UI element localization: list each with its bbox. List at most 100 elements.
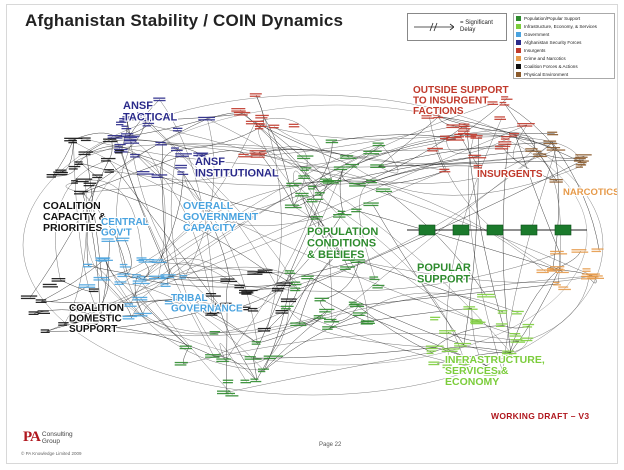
cluster-label-ansf-tactical: ANSF xyxy=(123,100,153,112)
variable-node xyxy=(263,355,283,357)
variable-node xyxy=(220,302,232,304)
variable-node xyxy=(116,121,127,123)
variable-node xyxy=(153,97,166,99)
causal-link xyxy=(254,168,344,311)
variable-node xyxy=(83,182,96,184)
variable-node xyxy=(290,289,301,292)
support-stock-box xyxy=(486,224,504,236)
variable-node xyxy=(83,263,93,265)
variable-node xyxy=(249,95,261,97)
causal-link xyxy=(254,122,527,140)
causal-link xyxy=(183,332,519,365)
variable-node xyxy=(446,124,460,126)
variable-node xyxy=(198,119,215,121)
variable-node xyxy=(577,161,587,164)
variable-node xyxy=(220,280,238,283)
variable-node xyxy=(571,251,589,253)
variable-node xyxy=(222,379,234,381)
variable-node xyxy=(421,115,432,117)
variable-node xyxy=(68,165,81,168)
causal-link xyxy=(86,176,100,266)
variable-node xyxy=(313,317,326,319)
cluster-label-infrastructure: SERVICES & xyxy=(445,365,509,377)
variable-node xyxy=(310,216,323,218)
legend-swatch xyxy=(516,72,521,77)
causal-link xyxy=(288,307,436,348)
variable-node xyxy=(251,343,261,345)
causal-link xyxy=(259,149,350,158)
variable-node xyxy=(494,116,505,118)
causal-link xyxy=(293,170,316,201)
variable-node xyxy=(101,160,111,162)
variable-node xyxy=(251,341,261,343)
variable-node xyxy=(300,167,312,169)
variable-node xyxy=(441,348,460,350)
variable-node xyxy=(245,120,264,122)
variable-node xyxy=(477,293,495,296)
causal-link xyxy=(468,135,504,373)
causal-link xyxy=(213,355,257,381)
logo-text-2: Group xyxy=(41,438,60,445)
variable-node xyxy=(525,148,538,150)
causal-link xyxy=(81,163,112,172)
variable-node xyxy=(132,280,147,282)
variable-node xyxy=(555,271,569,274)
variable-node xyxy=(546,147,561,149)
variable-node xyxy=(37,310,49,312)
variable-node xyxy=(430,319,439,321)
legend-item: Infrastructure, Economy, & Services xyxy=(516,23,612,30)
variable-node xyxy=(510,341,526,343)
causal-link xyxy=(148,260,376,279)
variable-node xyxy=(427,150,438,152)
variable-node xyxy=(522,326,533,328)
variable-node xyxy=(217,390,231,392)
variable-node xyxy=(239,309,249,311)
causal-link xyxy=(263,314,362,371)
variable-node xyxy=(93,279,111,281)
causal-link xyxy=(160,176,318,219)
variable-node xyxy=(136,259,144,261)
variable-node xyxy=(352,312,367,314)
variable-node xyxy=(234,284,245,286)
variable-node xyxy=(501,96,509,98)
variable-node xyxy=(298,177,310,179)
variable-node xyxy=(176,296,187,298)
variable-node xyxy=(42,286,58,288)
variable-node xyxy=(247,271,265,273)
causal-link xyxy=(502,143,511,353)
causal-link xyxy=(254,122,353,167)
variable-node xyxy=(284,270,295,272)
variable-node xyxy=(234,287,245,289)
variable-node xyxy=(101,157,116,160)
variable-node xyxy=(172,127,183,129)
variable-node xyxy=(263,357,276,360)
variable-node xyxy=(348,304,360,306)
variable-node xyxy=(366,182,377,184)
variable-node xyxy=(20,295,38,297)
causal-link xyxy=(177,149,298,290)
variable-node xyxy=(123,140,137,142)
variable-node xyxy=(231,110,246,112)
variable-node xyxy=(114,148,128,151)
variable-node xyxy=(132,276,140,278)
causal-link xyxy=(184,118,215,278)
variable-node xyxy=(333,214,352,216)
causal-link xyxy=(263,116,295,207)
causal-link xyxy=(478,136,582,167)
variable-node xyxy=(207,310,217,312)
variable-node xyxy=(497,312,507,314)
causal-link xyxy=(331,305,359,322)
variable-node xyxy=(174,364,187,366)
variable-node xyxy=(363,153,380,155)
legend-label: Coalition Forces & Actions xyxy=(524,64,578,69)
variable-node xyxy=(132,299,148,301)
variable-node xyxy=(440,138,449,140)
page-number: Page 22 xyxy=(319,442,342,448)
variable-node xyxy=(351,208,362,210)
variable-node xyxy=(225,392,235,395)
variable-node xyxy=(470,323,483,325)
causal-link xyxy=(509,268,561,355)
causal-link xyxy=(94,144,382,326)
variable-node xyxy=(247,307,258,310)
causal-link xyxy=(73,141,98,310)
